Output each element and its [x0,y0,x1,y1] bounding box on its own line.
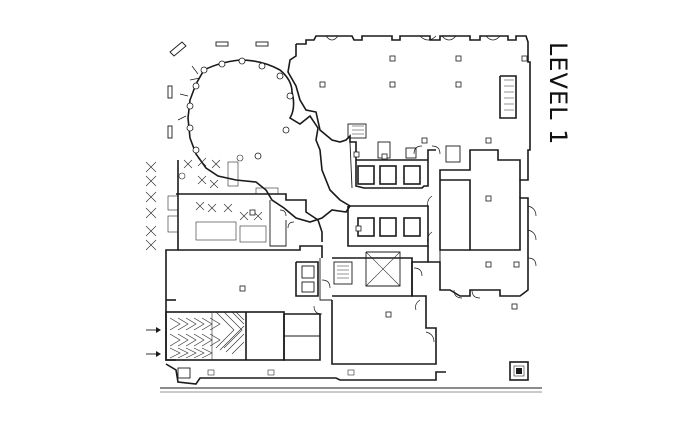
grand-stair [165,311,285,361]
stair-icon [509,361,529,381]
rotunda [177,57,352,223]
exterior-fixtures [167,41,269,139]
lower-rooms [331,251,437,365]
east-rooms [427,75,537,299]
elevator-core [347,123,461,247]
east-wing-outline [287,35,531,189]
structural-columns [239,55,528,318]
street-edge [160,363,542,393]
level-title: LEVEL 1 [544,42,572,146]
dining-area [145,154,323,361]
arrow-right-icon [146,327,161,357]
